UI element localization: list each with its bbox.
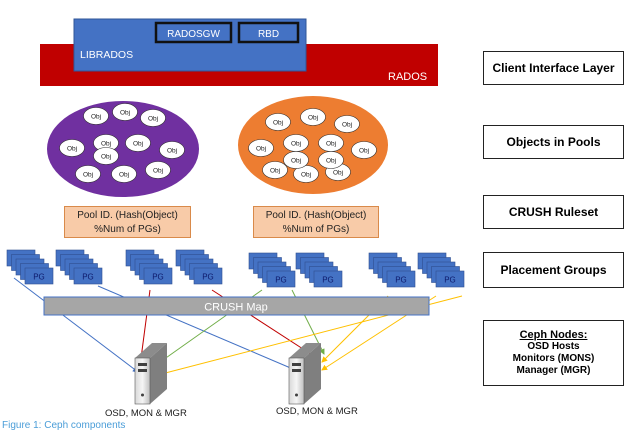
object-label: Obj [148, 115, 158, 122]
figure-caption: Figure 1: Ceph components [2, 420, 126, 431]
pool-id-box-2: Pool ID. (Hash(Object) %Num of PGs) [253, 206, 379, 238]
object-label: Obj [301, 171, 311, 178]
object-label: Obj [291, 157, 301, 164]
object-label: Obj [101, 140, 111, 147]
object-label: Obj [326, 157, 336, 164]
pg-card [435, 270, 465, 288]
object-bubble [145, 161, 171, 179]
pool-id-line1: Pool ID. (Hash(Object) [265, 210, 367, 221]
pg-label: PG [82, 273, 94, 282]
object-label: Obj [273, 119, 283, 126]
object-label: Obj [167, 147, 177, 154]
object-label: Obj [256, 145, 266, 152]
pg-card [266, 270, 296, 288]
object-bubble [140, 109, 166, 127]
object-bubble [351, 141, 377, 159]
object-label: Obj [67, 145, 77, 152]
object-bubble [334, 115, 360, 133]
pool-id-line2: %Num of PGs) [94, 224, 161, 235]
object-bubble [262, 161, 288, 179]
rbd-box [237, 21, 300, 44]
object-bubble [93, 147, 119, 165]
object-label: Obj [83, 171, 93, 178]
pg-card [24, 267, 54, 285]
object-label: Obj [133, 140, 143, 147]
rados-label: RADOS [388, 71, 427, 83]
layer-crush-ruleset: CRUSH Ruleset [483, 195, 624, 229]
ceph-nodes-item: Manager (MGR) [516, 365, 591, 376]
pg-label: PG [152, 273, 164, 282]
object-label: Obj [333, 169, 343, 176]
ceph-nodes-item: OSD Hosts [527, 341, 580, 352]
pg-label: PG [33, 273, 45, 282]
object-bubble [59, 139, 85, 157]
object-label: Obj [326, 140, 336, 147]
object-bubble [75, 165, 101, 183]
object-label: Obj [120, 109, 130, 116]
object-bubble [111, 165, 137, 183]
object-label: Obj [291, 140, 301, 147]
ceph-nodes-title: Ceph Nodes: [519, 329, 588, 341]
librados-label: LIBRADOS [80, 49, 133, 61]
object-bubble [125, 134, 151, 152]
object-label: Obj [359, 147, 369, 154]
pg-label: PG [444, 276, 456, 285]
layer-ceph-nodes: Ceph Nodes: OSD Hosts Monitors (MONS) Ma… [483, 320, 624, 386]
pg-label: PG [322, 276, 334, 285]
object-bubble [318, 151, 344, 169]
object-label: Obj [119, 171, 129, 178]
pg-label: PG [202, 273, 214, 282]
pg-card [143, 267, 173, 285]
pg-label: PG [275, 276, 287, 285]
crush-map-bar [43, 296, 430, 316]
radosgw-box [154, 21, 233, 44]
node-caption-1: OSD, MON & MGR [105, 408, 187, 419]
pg-card [313, 270, 343, 288]
pg-card [386, 270, 416, 288]
layer-placement-groups: Placement Groups [483, 252, 624, 288]
pg-card [73, 267, 103, 285]
radosgw-label: RADOSGW [167, 29, 220, 40]
object-bubble [248, 139, 274, 157]
ceph-nodes-item: Monitors (MONS) [512, 353, 595, 364]
pool-id-box-1: Pool ID. (Hash(Object) %Num of PGs) [64, 206, 191, 238]
pool-id-line1: Pool ID. (Hash(Object) [77, 210, 178, 221]
object-label: Obj [342, 121, 352, 128]
object-label: Obj [153, 167, 163, 174]
object-bubble [159, 141, 185, 159]
object-label: Obj [91, 113, 101, 120]
node-caption-2: OSD, MON & MGR [276, 406, 358, 417]
mapping-arrow [13, 277, 139, 373]
server-icon-2 [288, 343, 321, 405]
pool-id-line2: %Num of PGs) [282, 224, 350, 235]
object-label: Obj [308, 114, 318, 121]
pg-label: PG [395, 276, 407, 285]
object-label: Obj [270, 167, 280, 174]
pg-card [193, 267, 223, 285]
object-bubble [283, 151, 309, 169]
object-bubble [300, 108, 326, 126]
rbd-label: RBD [258, 29, 279, 40]
object-bubble [265, 113, 291, 131]
crush-map-label: CRUSH Map [204, 302, 268, 314]
server-icon-1 [134, 343, 167, 405]
layer-client-interface: Client Interface Layer [483, 51, 624, 85]
object-bubble [83, 107, 109, 125]
object-bubble [112, 103, 138, 121]
object-label: Obj [101, 153, 111, 160]
layer-objects-in-pools: Objects in Pools [483, 125, 624, 159]
